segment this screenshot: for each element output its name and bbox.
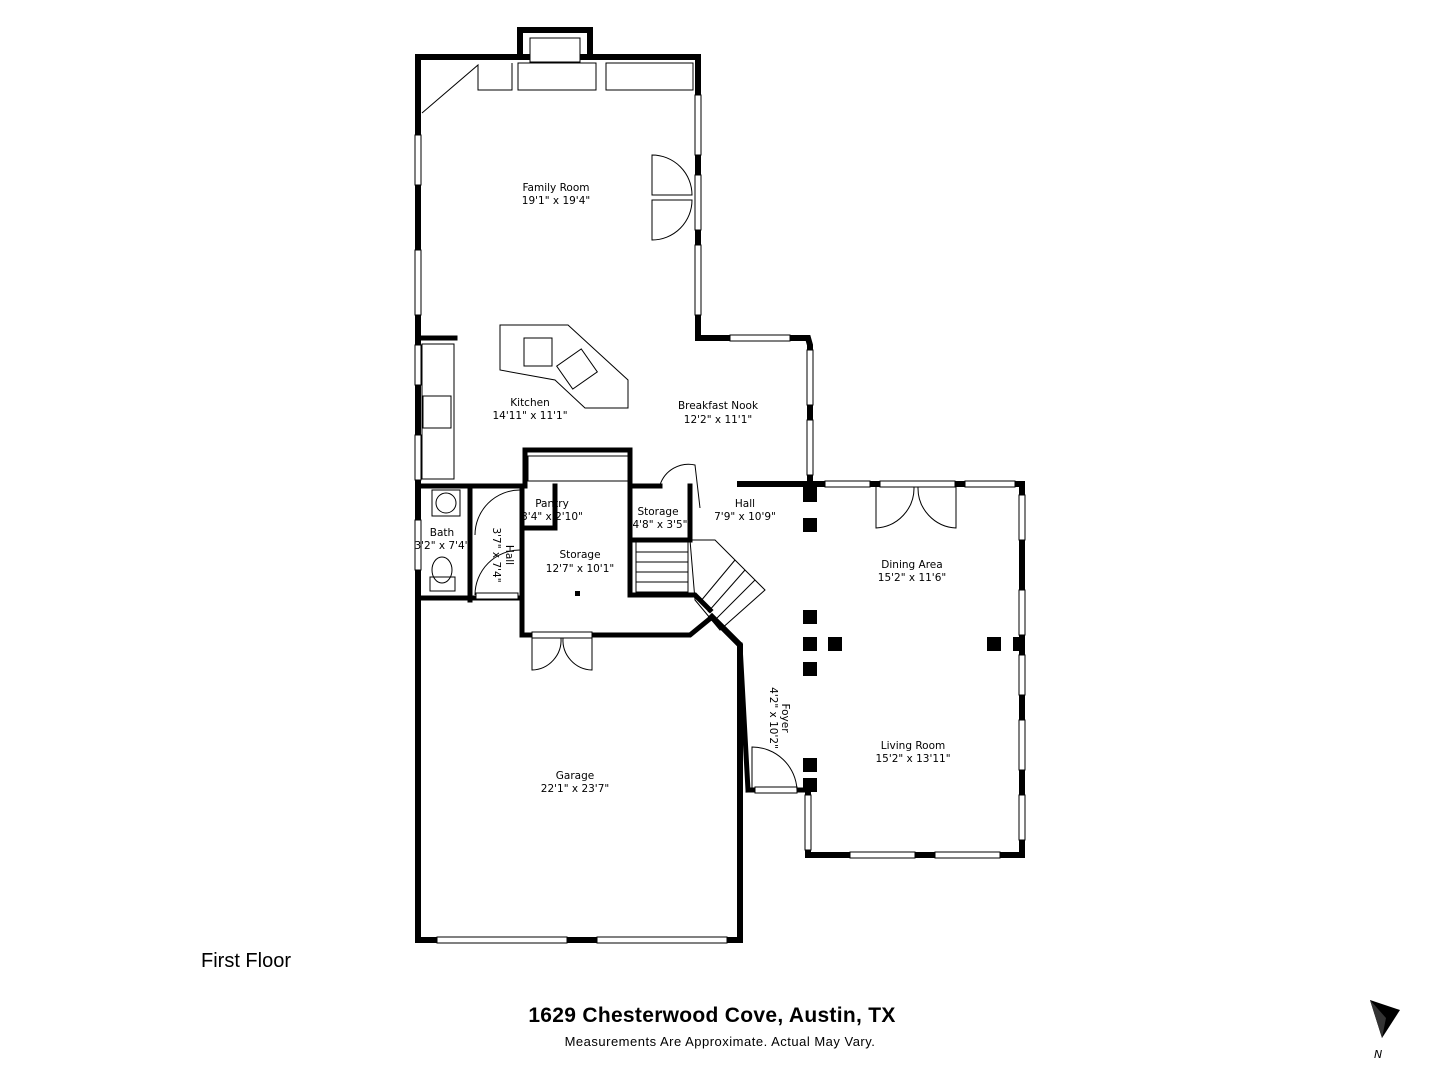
- hall-side-name: Hall: [503, 545, 515, 565]
- breakfast-nook-dims: 12'2" x 11'1": [684, 414, 752, 426]
- living-room-name: Living Room: [881, 740, 945, 752]
- foyer-name: Foyer: [779, 703, 791, 733]
- family-room-dims: 19'1" x 19'4": [522, 195, 590, 207]
- dining-area-dims: 15'2" x 11'6": [878, 572, 946, 584]
- storage-small-dims: 4'8" x 3'5": [632, 519, 687, 531]
- garage-name: Garage: [556, 770, 594, 782]
- kitchen-name: Kitchen: [510, 397, 549, 409]
- bath-name: Bath: [430, 527, 454, 539]
- pantry-dims: 3'4" x 2'10": [521, 511, 583, 523]
- family-room-name: Family Room: [522, 182, 589, 194]
- pantry-name: Pantry: [535, 498, 569, 510]
- dining-area-name: Dining Area: [881, 559, 942, 571]
- room-labels: Family Room 19'1" x 19'4" Kitchen 14'11"…: [414, 182, 950, 795]
- garage-dims: 22'1" x 23'7": [541, 783, 609, 795]
- breakfast-nook-name: Breakfast Nook: [678, 400, 759, 412]
- hall-main-dims: 7'9" x 10'9": [714, 511, 776, 523]
- address: 1629 Chesterwood Cove, Austin, TX: [528, 1004, 896, 1027]
- storage-large-dims: 12'7" x 10'1": [546, 563, 614, 575]
- kitchen-dims: 14'11" x 11'1": [492, 410, 567, 422]
- bath-dims: 3'2" x 7'4": [414, 540, 469, 552]
- hall-main-name: Hall: [735, 498, 755, 510]
- compass-label: N: [1374, 1048, 1382, 1061]
- hall-side-dims: 3'7" x 7'4": [490, 527, 502, 582]
- foyer-dims: 4'2" x 10'2": [767, 687, 779, 749]
- living-room-dims: 15'2" x 13'11": [875, 753, 950, 765]
- storage-large-name: Storage: [559, 549, 600, 561]
- north-arrow-icon: N: [1370, 1000, 1400, 1061]
- windows: [414, 94, 1026, 944]
- floor-label: First Floor: [201, 950, 291, 972]
- disclaimer: Measurements Are Approximate. Actual May…: [564, 1034, 876, 1049]
- fixtures: [421, 62, 1023, 792]
- storage-small-name: Storage: [637, 506, 678, 518]
